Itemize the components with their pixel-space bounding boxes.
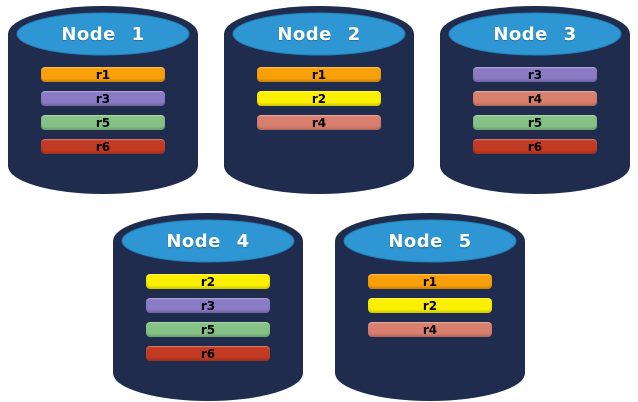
replica-bar-r5: r5 [41, 115, 165, 130]
replica-bar-r4: r4 [473, 91, 597, 106]
replica-bar-r3: r3 [146, 298, 270, 313]
replica-bar-r6: r6 [41, 139, 165, 154]
node-title: Node 4 [166, 230, 250, 252]
node-title: Node 3 [493, 23, 577, 45]
cylinder-top-ellipse [343, 219, 517, 263]
database-node: Node 1 r1 r3 r5 r6 [8, 6, 198, 194]
replica-list: r3 r4 r5 r6 [473, 67, 597, 154]
replica-bar-r2: r2 [146, 274, 270, 289]
replica-list: r2 r3 r5 r6 [146, 274, 270, 361]
replica-list: r1 r2 r4 [257, 67, 381, 130]
replica-bar-r2: r2 [368, 298, 492, 313]
replica-bar-r2: r2 [257, 91, 381, 106]
cylinder-top-ellipse [16, 12, 190, 56]
replica-bar-r3: r3 [41, 91, 165, 106]
replica-bar-r1: r1 [368, 274, 492, 289]
cylinder-top-ellipse [448, 12, 622, 56]
replica-bar-r3: r3 [473, 67, 597, 82]
database-node: Node 5 r1 r2 r4 [335, 213, 525, 401]
cylinder-top-ellipse [121, 219, 295, 263]
replica-list: r1 r2 r4 [368, 274, 492, 337]
database-node: Node 3 r3 r4 r5 r6 [440, 6, 630, 194]
replica-bar-r4: r4 [368, 322, 492, 337]
node-title: Node 2 [277, 23, 361, 45]
replica-bar-r1: r1 [41, 67, 165, 82]
node-title: Node 5 [388, 230, 472, 252]
database-node: Node 4 r2 r3 r5 r6 [113, 213, 303, 401]
replica-bar-r1: r1 [257, 67, 381, 82]
replica-bar-r6: r6 [146, 346, 270, 361]
cylinder-top-ellipse [232, 12, 406, 56]
replica-bar-r4: r4 [257, 115, 381, 130]
node-title: Node 1 [61, 23, 145, 45]
replica-list: r1 r3 r5 r6 [41, 67, 165, 154]
database-node: Node 2 r1 r2 r4 [224, 6, 414, 194]
node-row: Node 4 r2 r3 r5 r6 Node 5 r1 r2 r4 [0, 194, 638, 401]
replica-bar-r5: r5 [146, 322, 270, 337]
replica-bar-r5: r5 [473, 115, 597, 130]
replica-bar-r6: r6 [473, 139, 597, 154]
